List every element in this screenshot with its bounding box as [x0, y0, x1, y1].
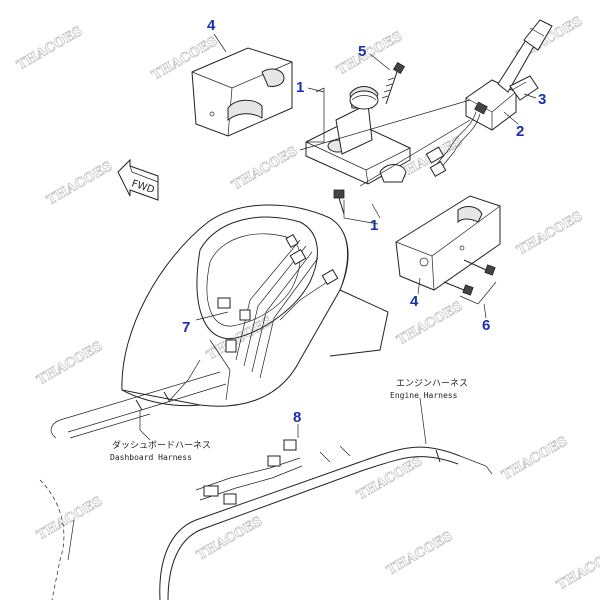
harness-connector [203, 485, 219, 497]
watermark: THACOES [35, 494, 106, 543]
callout-1-upper: 1 [296, 79, 304, 96]
callout-leaders [139, 33, 537, 445]
column-switch-bracket [305, 61, 411, 225]
screw-icon [463, 259, 496, 276]
watermark: THACOES [555, 544, 600, 593]
callout-7: 7 [182, 319, 190, 336]
watermark: THACOES [385, 529, 456, 578]
callout-6: 6 [482, 317, 490, 334]
bolt-icon [333, 189, 345, 215]
callout-8: 8 [293, 409, 301, 426]
dashboard-harness-cable [50, 371, 227, 439]
screw-icon [443, 281, 474, 296]
engine-harness-label-en: Engine Harness [390, 391, 458, 400]
engine-harness-cable [159, 439, 493, 600]
dashboard-harness-label-en: Dashboard Harness [110, 453, 192, 462]
watermark: THACOES [335, 29, 406, 78]
watermark: THACOES [45, 159, 116, 208]
callout-4-lower: 4 [410, 293, 419, 310]
callout-3: 3 [538, 91, 546, 108]
column-cover-upper [191, 47, 293, 137]
dashboard-console [121, 204, 389, 407]
callout-4-upper: 4 [207, 17, 216, 34]
watermark: THACOES [205, 314, 276, 363]
engine-harness-label-jp: エンジンハーネス [396, 378, 468, 389]
callout-2: 2 [516, 123, 524, 140]
callout-5: 5 [358, 43, 366, 60]
harness-connector [283, 439, 297, 451]
watermark: THACOES [355, 454, 426, 503]
harness-connector [223, 493, 237, 505]
watermark: THACOES [195, 514, 266, 563]
watermark: THACOES [15, 24, 86, 73]
watermark: THACOES [35, 339, 106, 388]
turn-signal-switch [299, 19, 553, 187]
watermark: THACOES [230, 144, 301, 193]
screw-icon [381, 61, 406, 105]
watermark: THACOES [500, 434, 571, 483]
watermark: THACOES [515, 209, 586, 258]
harness-connector [267, 455, 281, 467]
dashboard-harness-label-jp: ダッシュボードハーネス [112, 439, 211, 451]
fwd-arrow-icon: FWD [117, 158, 159, 201]
watermark: THACOES [395, 299, 466, 348]
seat-outline [39, 479, 75, 600]
column-cover-lower [395, 195, 501, 305]
callout-1-lower: 1 [370, 217, 378, 234]
